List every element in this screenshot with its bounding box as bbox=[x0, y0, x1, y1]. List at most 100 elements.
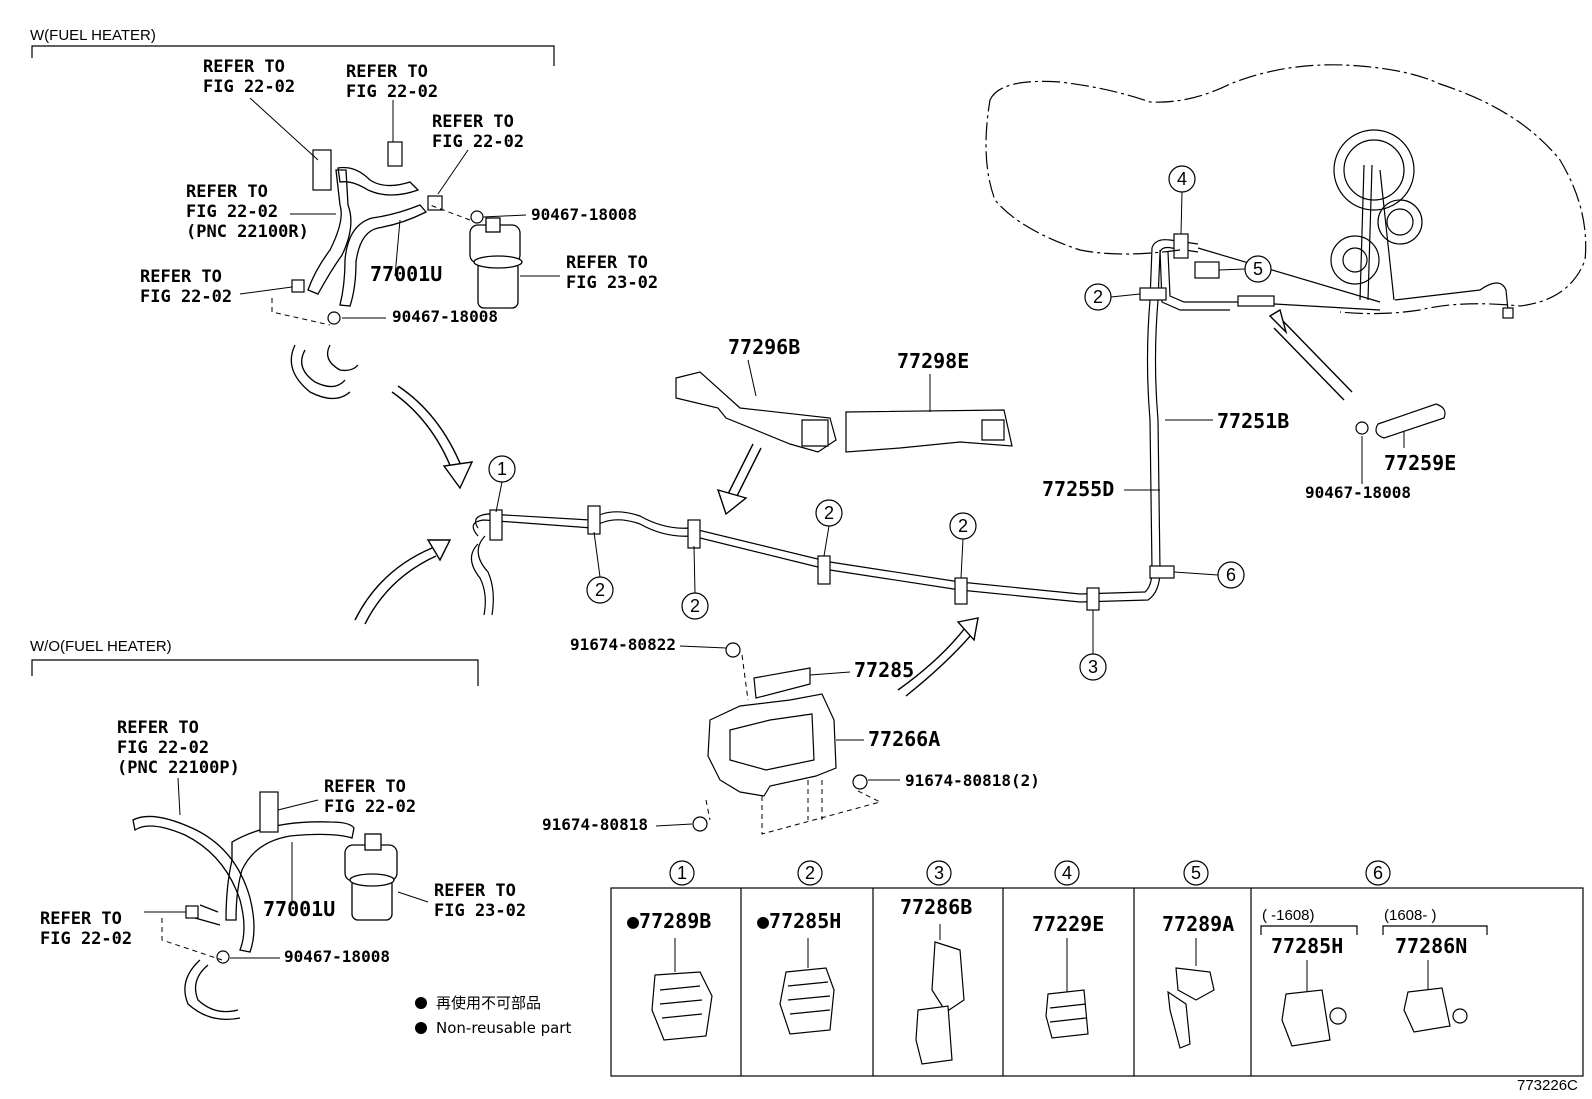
clamp-5-icon bbox=[1194, 261, 1220, 279]
leader-lines-upper bbox=[239, 97, 560, 326]
pnc-label: (PNC 22100P) bbox=[117, 758, 240, 778]
clamp-4-icon bbox=[1173, 233, 1189, 259]
part-77001u-label: 77001U bbox=[370, 262, 442, 286]
clip-icons-upper bbox=[291, 141, 484, 325]
refer-label: REFER TO bbox=[186, 182, 268, 202]
refer-label: REFER TO bbox=[434, 881, 516, 901]
bracket-assembly-icon bbox=[692, 642, 868, 832]
table-part-77229e: 77229E bbox=[1032, 912, 1104, 936]
clamp-77286n-icon bbox=[1403, 987, 1451, 1033]
part-77001u-label: 77001U bbox=[263, 897, 335, 921]
refer-label: REFER TO bbox=[432, 112, 514, 132]
arrow-head-icon bbox=[716, 488, 748, 516]
refer-fig-label: FIG 22-02 bbox=[186, 202, 278, 222]
table-part-77289b: ●77289B bbox=[627, 909, 711, 933]
direction-arrows bbox=[354, 308, 1353, 697]
leader-lines-lower bbox=[144, 777, 429, 961]
nonreusable-bullet-icon bbox=[415, 997, 427, 1009]
fuel-hose-lower bbox=[132, 815, 355, 1021]
refer-fig-label: FIG 23-02 bbox=[566, 273, 658, 293]
table-part-77286n: 77286N bbox=[1395, 934, 1467, 958]
part-90467-label: 90467-18008 bbox=[1305, 483, 1411, 502]
svg-text:3: 3 bbox=[934, 863, 944, 883]
clamp-icon bbox=[216, 950, 230, 964]
clamp-6-icon bbox=[1149, 565, 1175, 579]
clamp-77285h-icon bbox=[779, 967, 835, 1035]
table-part-labels: ●77289B ●77285H 77286B 77229E 77289A 772… bbox=[627, 895, 1467, 958]
clamp-77289a-icon bbox=[1175, 967, 1215, 1001]
clamp-77229e-icon bbox=[1045, 989, 1089, 1039]
table-part-77285h: ●77285H bbox=[757, 909, 841, 933]
arrow-icon bbox=[354, 547, 437, 625]
bolt-icon bbox=[852, 774, 868, 790]
table-part-77285h-b: 77285H bbox=[1271, 934, 1343, 958]
part-91674-80818-2-label: 91674-80818(2) bbox=[905, 771, 1040, 790]
clamp-2-icon bbox=[687, 519, 701, 549]
arrow-icon bbox=[897, 627, 973, 697]
clip-icon bbox=[312, 149, 332, 191]
table-part-77286b: 77286B bbox=[900, 895, 972, 919]
svg-text:2: 2 bbox=[690, 596, 700, 616]
arrow-icon bbox=[391, 385, 463, 471]
clip-icons-lower bbox=[185, 791, 279, 964]
tank-fittings bbox=[1330, 129, 1514, 319]
arrow-head-icon bbox=[426, 539, 452, 562]
svg-text:2: 2 bbox=[1093, 287, 1103, 307]
callout-leaders bbox=[495, 191, 1246, 654]
bolt-icon bbox=[725, 642, 741, 658]
fuel-filter-icon bbox=[469, 217, 523, 309]
refer-fig-label: FIG 22-02 bbox=[117, 738, 209, 758]
clamp-icon bbox=[291, 279, 305, 293]
clamp-icon bbox=[327, 311, 341, 325]
svg-text:2: 2 bbox=[805, 863, 815, 883]
refer-fig-label: FIG 22-02 bbox=[346, 82, 438, 102]
clamp-1-icon bbox=[489, 509, 503, 541]
arrow-icon bbox=[1273, 319, 1353, 401]
clamp-icon bbox=[1355, 421, 1369, 435]
clamp-77289b-icon bbox=[651, 971, 713, 1041]
fuel-tank-outline bbox=[985, 64, 1587, 315]
svg-text:1: 1 bbox=[497, 459, 507, 479]
part-77251b-label: 77251B bbox=[1217, 409, 1289, 433]
part-90467-label: 90467-18008 bbox=[284, 947, 390, 966]
part-77266a-label: 77266A bbox=[868, 727, 940, 751]
part-77296b-label: 77296B bbox=[728, 335, 800, 359]
refer-label: REFER TO bbox=[346, 62, 428, 82]
refer-label: REFER TO bbox=[203, 57, 285, 77]
table-header-circles bbox=[669, 860, 1391, 886]
refer-fig-label: FIG 22-02 bbox=[40, 929, 132, 949]
table-part-77289a: 77289A bbox=[1162, 912, 1234, 936]
refer-fig-label: FIG 22-02 bbox=[432, 132, 524, 152]
clamp-77286b-icon bbox=[931, 941, 965, 1013]
svg-text:3: 3 bbox=[1088, 657, 1098, 677]
refer-label: REFER TO bbox=[140, 267, 222, 287]
svg-text:5: 5 bbox=[1253, 259, 1263, 279]
arrow-head-icon bbox=[1268, 308, 1288, 335]
clamp-table bbox=[610, 887, 1584, 1077]
connector-icon bbox=[1237, 295, 1275, 307]
clamp-2-icon bbox=[587, 505, 601, 535]
bolt-icon bbox=[692, 816, 708, 832]
nonreusable-bullet-icon bbox=[415, 1022, 427, 1034]
part-77255d-label: 77255D bbox=[1042, 477, 1114, 501]
hose-77259e-icon bbox=[1355, 403, 1446, 439]
clamp-77285h-b-icon bbox=[1281, 989, 1331, 1047]
clamp-3-icon bbox=[1086, 587, 1100, 611]
part-90467-label: 90467-18008 bbox=[531, 205, 637, 224]
refer-label: REFER TO bbox=[40, 909, 122, 929]
without-heater-bracket bbox=[31, 659, 479, 686]
pnc-label: (PNC 22100R) bbox=[186, 222, 309, 242]
clamp-icon bbox=[185, 905, 199, 919]
section-without-heater-label: W/O(FUEL HEATER) bbox=[30, 638, 172, 655]
part-77259e-label: 77259E bbox=[1384, 451, 1456, 475]
clamp-drawings bbox=[651, 941, 1468, 1065]
refer-label: REFER TO bbox=[117, 718, 199, 738]
svg-text:5: 5 bbox=[1191, 863, 1201, 883]
part-91674-80818-label: 91674-80818 bbox=[542, 815, 648, 834]
svg-text:2: 2 bbox=[824, 503, 834, 523]
part-90467-label: 90467-18008 bbox=[392, 307, 498, 326]
arrow-icon bbox=[727, 443, 762, 499]
arrow-head-icon bbox=[956, 617, 979, 642]
legend-en: Non-reusable part bbox=[436, 1019, 571, 1037]
